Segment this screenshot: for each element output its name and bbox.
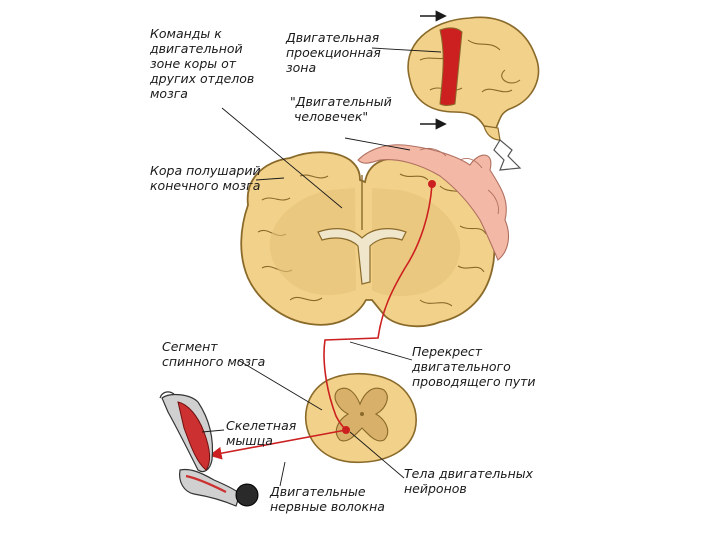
label-motor-fibers: Двигательные нервные волокна [270, 484, 385, 514]
biceps-muscle [177, 401, 211, 471]
label-motor-zone: Двигательная проекционная зона [286, 30, 381, 75]
leader-skeletal-muscle [201, 429, 225, 433]
leader-homunculus [344, 137, 411, 151]
leader-cortex [255, 177, 285, 181]
motor-strip [439, 27, 463, 106]
arm-illustration [159, 391, 259, 507]
label-spinal-segment: Сегмент спинного мозга [162, 339, 266, 369]
label-cortex: Кора полушарий конечного мозга [150, 163, 261, 193]
leader-motor-neurons [349, 431, 405, 479]
lateral-brain-illustration [407, 16, 540, 141]
label-commands: Команды к двигательной зоне коры от друг… [150, 26, 255, 101]
ventricles [317, 228, 407, 285]
motor-fiber [208, 429, 347, 460]
upper-motor-neuron [428, 180, 436, 188]
spinal-cord-segment [304, 372, 417, 464]
curved-arrow [493, 139, 522, 171]
leader-motor-zone [371, 47, 442, 53]
leader-commands [221, 107, 343, 209]
label-skeletal-muscle: Скелетная мышца [226, 418, 297, 448]
label-motor-neurons: Тела двигательных нейронов [404, 466, 534, 496]
leader-motor-fibers [279, 461, 286, 487]
motor-homunculus [357, 144, 510, 261]
leader-decussation [349, 341, 413, 361]
label-decussation: Перекрест двигательного проводящего пути [412, 344, 536, 389]
label-homunculus: "Двигательный человечек" [290, 94, 392, 124]
motor-pathway [323, 183, 433, 431]
leader-spinal-segment [237, 359, 323, 411]
